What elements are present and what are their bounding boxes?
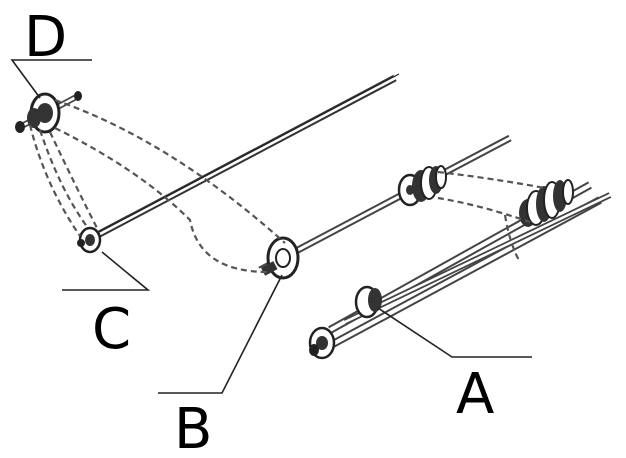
label-a: A bbox=[456, 362, 494, 427]
label-b: B bbox=[174, 397, 212, 458]
shaft-b bbox=[258, 134, 512, 280]
stepped-pulley-b bbox=[397, 165, 447, 207]
leader-a bbox=[377, 307, 532, 358]
spindle-d bbox=[15, 91, 82, 134]
label-c: C bbox=[92, 297, 131, 362]
belt-d-c-3 bbox=[49, 131, 99, 231]
belt-d-b-upper bbox=[54, 98, 286, 244]
belt-d-c-2 bbox=[28, 124, 81, 237]
belt-d-c-1 bbox=[38, 129, 89, 229]
label-d: D bbox=[24, 5, 67, 70]
leader-c bbox=[62, 251, 151, 291]
belt-d-b-lower bbox=[54, 127, 269, 274]
leader-lines bbox=[10, 59, 532, 394]
belt-b-a-lower bbox=[437, 196, 531, 224]
belts bbox=[28, 98, 546, 274]
belt-b-a-upper bbox=[437, 170, 546, 190]
shaft-c bbox=[77, 73, 400, 254]
leader-d bbox=[10, 59, 92, 99]
belt-a-loop bbox=[503, 214, 521, 263]
leader-b bbox=[158, 274, 283, 394]
stepped-pulley-a bbox=[519, 179, 574, 227]
shaft-a bbox=[308, 179, 612, 360]
